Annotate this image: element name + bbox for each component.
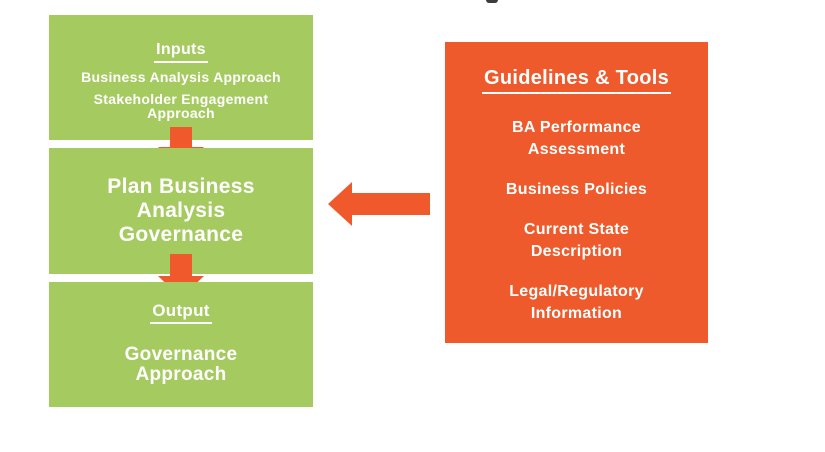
guidelines-items: BA Performance Assessment Business Polic… [445, 117, 708, 325]
text-line: Approach [135, 364, 227, 385]
guideline-item-ba-performance-assessment: BA Performance Assessment [445, 117, 708, 161]
text-line: Information [530, 305, 623, 322]
text-line: Governance [124, 344, 238, 365]
process-title: Plan Business Analysis Governance [107, 175, 254, 247]
guideline-item-legal-regulatory-information: Legal/Regulatory Information [445, 281, 708, 325]
text-line: Governance [118, 223, 244, 246]
inputs-heading: Inputs [154, 41, 208, 63]
text-line: Analysis [136, 199, 226, 222]
output-heading: Output [150, 301, 212, 324]
left-arrow-icon [328, 182, 430, 226]
guidelines-heading-wrap: Guidelines & Tools [445, 67, 708, 94]
text-line: Approach [147, 105, 215, 121]
text-line: Description [530, 243, 623, 260]
text-line: Assessment [527, 141, 626, 158]
output-item-governance-approach: Governance Approach [49, 345, 313, 385]
guidelines-heading: Guidelines & Tools [481, 67, 672, 94]
guideline-item-current-state-description: Current State Description [445, 219, 708, 263]
inputs-box: Inputs Business Analysis Approach Stakeh… [49, 15, 313, 140]
text-line: Current State [523, 221, 630, 238]
cropped-title-fragment [486, 0, 498, 3]
text-line: Legal/Regulatory [509, 283, 644, 300]
text-line: Stakeholder Engagement [93, 91, 269, 107]
input-item-business-analysis-approach: Business Analysis Approach [81, 69, 281, 85]
text-line: BA Performance [512, 119, 641, 136]
process-box: Plan Business Analysis Governance [49, 148, 313, 274]
output-heading-wrap: Output [49, 301, 313, 324]
output-box: Output Governance Approach [49, 282, 313, 407]
guideline-item-business-policies: Business Policies [445, 179, 708, 201]
input-item-stakeholder-engagement-approach: Stakeholder Engagement Approach [49, 92, 313, 120]
text-line: Business Policies [505, 181, 648, 198]
guidelines-tools-box: Guidelines & Tools BA Performance Assess… [445, 42, 708, 343]
inputs-heading-wrap: Inputs [49, 41, 313, 63]
text-line: Plan Business [107, 175, 255, 198]
